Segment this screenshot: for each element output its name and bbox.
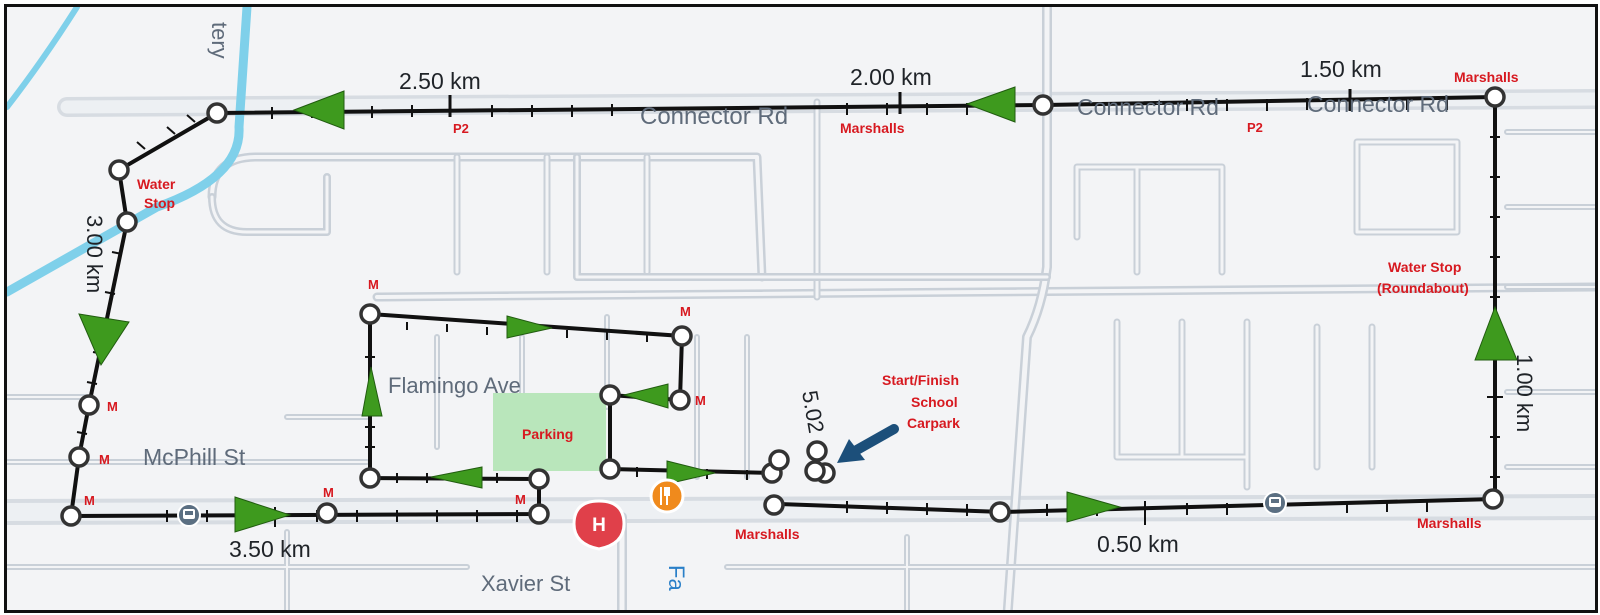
km-label-3-50: 3.50 km [229, 536, 311, 562]
waypoint-icon [60, 505, 82, 527]
waypoint-icon [78, 394, 100, 416]
restaurant-icon [649, 478, 685, 514]
label-marshalls-connector: Marshalls [840, 120, 905, 136]
label-marshalls-southeast: Marshalls [1417, 515, 1482, 531]
km-label-2-00: 2.00 km [850, 64, 932, 90]
waypoint-icon [68, 446, 90, 468]
km-ticks [76, 89, 1503, 527]
direction-arrows [78, 86, 1518, 533]
waypoint-icon [1032, 94, 1054, 116]
waypoint-icon [528, 468, 550, 490]
direction-arrow-icon [292, 90, 345, 130]
label-start-finish-line2: School [911, 394, 958, 410]
waypoint-icon [359, 303, 381, 325]
waterway [7, 7, 252, 297]
map-canvas: H Connector Rd Connector Rd Connector Rd… [7, 7, 1595, 610]
waypoint-icon [528, 503, 550, 525]
direction-arrow-icon [965, 86, 1016, 123]
street-label-flamingo-ave: Flamingo Ave [388, 373, 521, 398]
label-m-marker: M [107, 399, 118, 414]
waypoint-icon [116, 211, 138, 233]
label-p2-left: P2 [453, 121, 469, 136]
km-label-0-50: 0.50 km [1097, 531, 1179, 557]
bus-stop-icon [177, 503, 201, 527]
label-start-finish-line3: Carpark [907, 415, 960, 431]
waypoint-icon [599, 458, 621, 480]
waypoint-icon [806, 440, 828, 462]
waypoint-icon [768, 449, 790, 471]
route-map: H Connector Rd Connector Rd Connector Rd… [4, 4, 1598, 613]
hospital-icon: H [572, 499, 626, 551]
label-m-marker: M [99, 452, 110, 467]
direction-arrow-icon [78, 313, 130, 367]
waypoint-icon [763, 494, 785, 516]
street-label-mcphill-st: McPhill St [143, 444, 246, 470]
direction-arrow-icon [666, 460, 716, 485]
label-start-finish-line1: Start/Finish [882, 372, 959, 388]
direction-arrow-icon [1474, 305, 1518, 361]
label-water-stop-line1: Water [137, 176, 176, 192]
km-label-5-02: 5.02 [797, 389, 829, 436]
label-marshalls-start: Marshalls [735, 526, 800, 542]
direction-arrow-icon [234, 496, 292, 533]
svg-text:H: H [592, 515, 606, 536]
label-water-stop-line2: Stop [144, 195, 175, 211]
waypoint-icon [206, 102, 228, 124]
waypoint-icon [359, 467, 381, 489]
label-m-marker: M [368, 277, 379, 292]
label-m-marker: M [515, 492, 526, 507]
waypoint-icon [108, 159, 130, 181]
label-water-stop-roundabout-line1: Water Stop [1388, 259, 1461, 275]
waypoint-icon [669, 389, 691, 411]
km-label-2-50: 2.50 km [399, 68, 481, 94]
street-label-cemetery: tery [207, 22, 232, 59]
label-water-stop-roundabout-line2: (Roundabout) [1377, 280, 1469, 296]
waypoint-icon [1484, 86, 1506, 108]
direction-arrow-icon [361, 366, 383, 417]
label-m-marker: M [680, 304, 691, 319]
waypoint-icon [316, 502, 338, 524]
direction-arrow-icon [1066, 491, 1122, 523]
parking-area [493, 393, 606, 471]
direction-arrow-icon [506, 315, 553, 339]
label-p2-right: P2 [1247, 120, 1263, 135]
label-marshalls-northeast: Marshalls [1454, 69, 1519, 85]
pointer-arrow-icon [837, 424, 899, 463]
waypoint-icon [804, 460, 826, 482]
waypoint-icon [599, 384, 621, 406]
street-label-fa: Fa [664, 565, 689, 591]
km-label-3-00: 3.00 km [82, 215, 107, 293]
direction-arrow-icon [430, 466, 483, 489]
street-label-connector-rd-2: Connector Rd [1077, 94, 1219, 120]
km-label-1-50: 1.50 km [1300, 56, 1382, 82]
street-label-connector-rd-3: Connector Rd [1307, 91, 1449, 117]
label-m-marker: M [323, 485, 334, 500]
km-label-1-00: 1.00 km [1512, 354, 1537, 432]
street-label-connector-rd-1: Connector Rd [640, 103, 788, 130]
direction-arrow-icon [622, 383, 669, 409]
waypoint-icon [989, 501, 1011, 523]
waypoints [60, 86, 1506, 527]
waypoint-icon [1482, 488, 1504, 510]
street-label-xavier-st: Xavier St [481, 571, 570, 596]
label-m-marker: M [84, 493, 95, 508]
waypoint-icon [671, 325, 693, 347]
bus-stop-icon [1263, 491, 1287, 515]
label-m-marker: M [695, 393, 706, 408]
label-parking: Parking [522, 426, 573, 442]
